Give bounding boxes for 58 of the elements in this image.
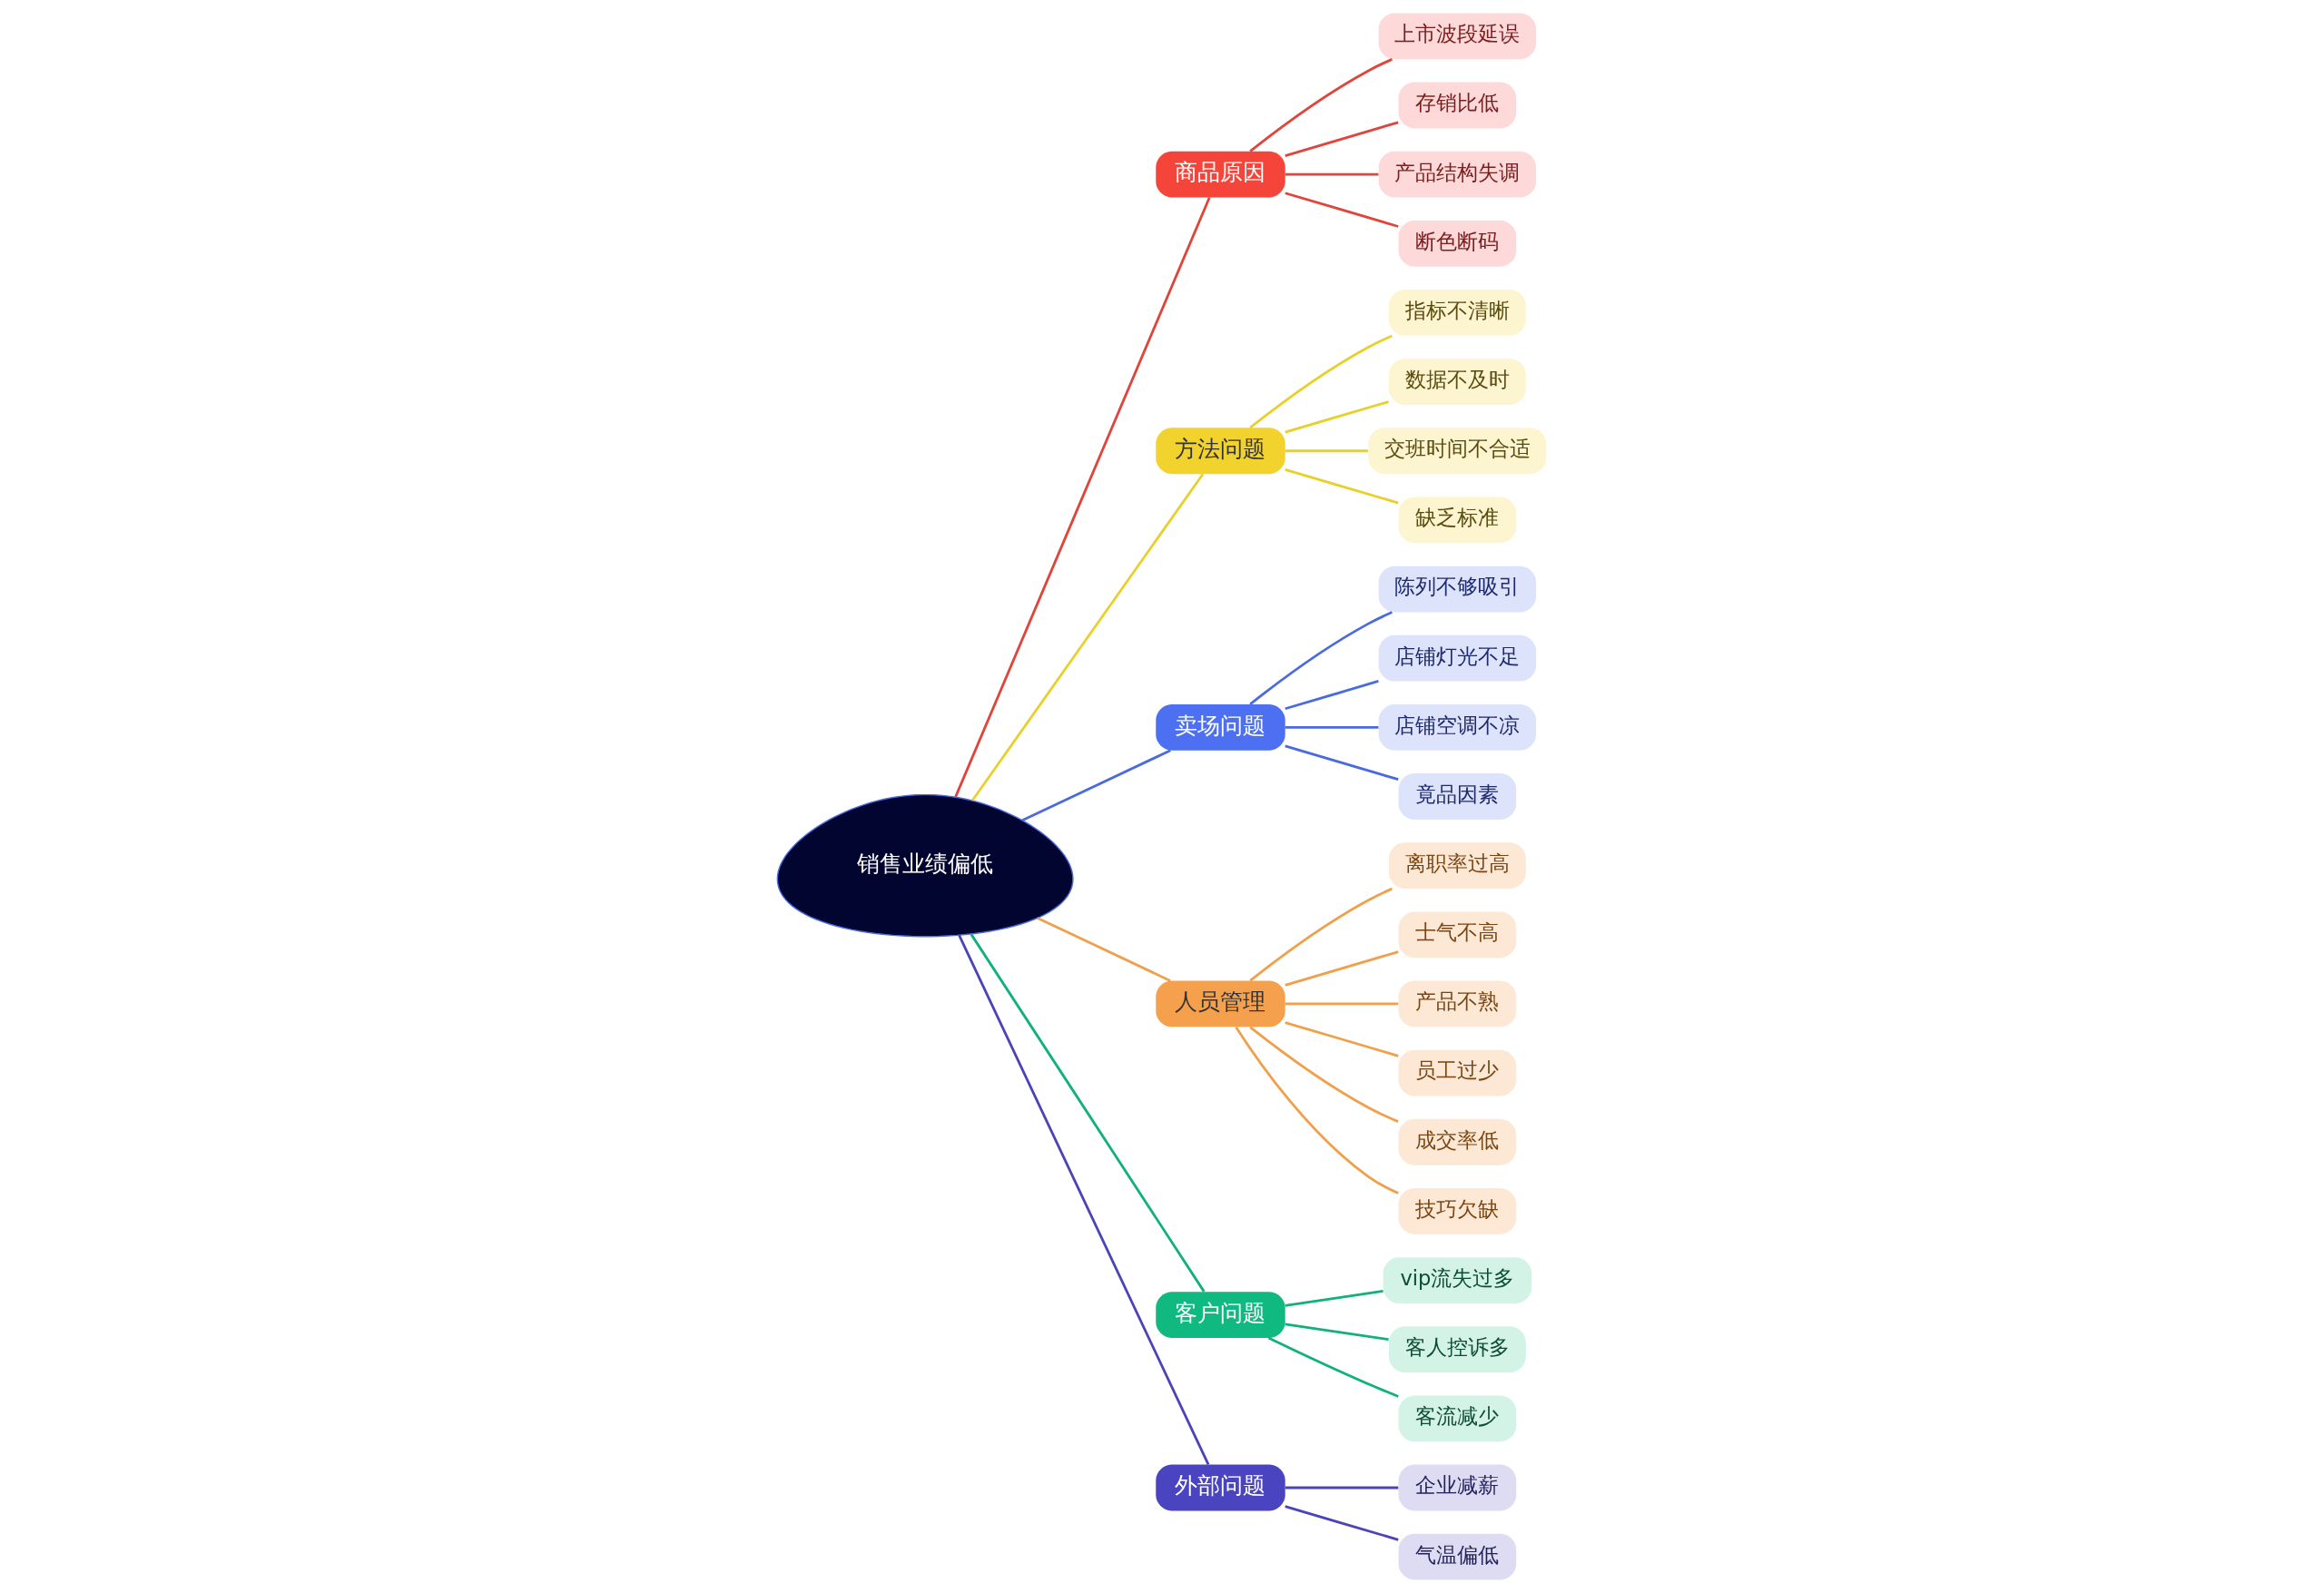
connector (1037, 917, 1171, 982)
node-box: vip流失过多 (1383, 1257, 1532, 1303)
node-box: 人员管理 (1156, 980, 1285, 1028)
connector (1285, 680, 1379, 711)
connector (1285, 1290, 1384, 1307)
node-box: 客流减少 (1398, 1395, 1517, 1442)
connector (1285, 400, 1389, 434)
node-box: 员工过少 (1398, 1049, 1517, 1096)
connector (970, 933, 1206, 1293)
node-box: 卖场问题 (1156, 703, 1285, 751)
node-box: 产品结构失调 (1378, 151, 1537, 198)
connector (1285, 744, 1399, 782)
connector (1285, 725, 1379, 729)
node-box: 陈列不够吸引 (1378, 565, 1537, 613)
connector (1249, 887, 1393, 982)
connector (1285, 449, 1368, 453)
connector (1249, 58, 1393, 152)
node-box: 断色断码 (1398, 220, 1517, 267)
node-box: 产品不熟 (1398, 980, 1517, 1028)
node-box: 上市波段延误 (1378, 13, 1537, 60)
connector (1285, 1505, 1399, 1541)
connector (1235, 1026, 1399, 1195)
connector (1285, 1486, 1399, 1490)
node-box: 成交率低 (1398, 1118, 1517, 1165)
node-box: 缺乏标准 (1398, 497, 1517, 544)
node-box: 士气不高 (1398, 911, 1517, 959)
node-box: 客人控诉多 (1388, 1326, 1526, 1373)
connector (1285, 192, 1399, 228)
connector (1285, 1002, 1399, 1006)
connector (1249, 334, 1393, 429)
connector (1249, 611, 1393, 705)
connector (1249, 1026, 1399, 1123)
connector (954, 197, 1211, 798)
node-box: 企业减薪 (1398, 1464, 1517, 1511)
node-box: 交班时间不合适 (1368, 428, 1547, 475)
connector (1285, 1323, 1389, 1342)
connector (958, 934, 1210, 1466)
connector (1021, 749, 1171, 822)
node-box: 客户问题 (1156, 1292, 1285, 1338)
node-box: 方法问题 (1156, 428, 1285, 475)
connector (1267, 1336, 1399, 1398)
node-box: 存销比低 (1398, 82, 1517, 129)
connector (1285, 468, 1399, 505)
connector (1285, 950, 1399, 987)
node-box: 气温偏低 (1398, 1533, 1517, 1580)
node-box: 外部问题 (1156, 1464, 1285, 1511)
node-box: 店铺灯光不足 (1378, 634, 1537, 682)
node-box: 离职率过高 (1388, 842, 1526, 890)
node-box: 店铺空调不凉 (1378, 703, 1537, 751)
node-box: 商品原因 (1156, 151, 1285, 198)
connector (1285, 172, 1379, 176)
node-box: 指标不清晰 (1388, 290, 1526, 336)
connector (971, 473, 1205, 801)
node-box: 数据不及时 (1388, 359, 1526, 405)
connector (1285, 1021, 1399, 1057)
connector (1285, 121, 1399, 157)
node-box: 竟品因素 (1398, 773, 1517, 820)
node-box: 技巧欠缺 (1398, 1188, 1517, 1234)
